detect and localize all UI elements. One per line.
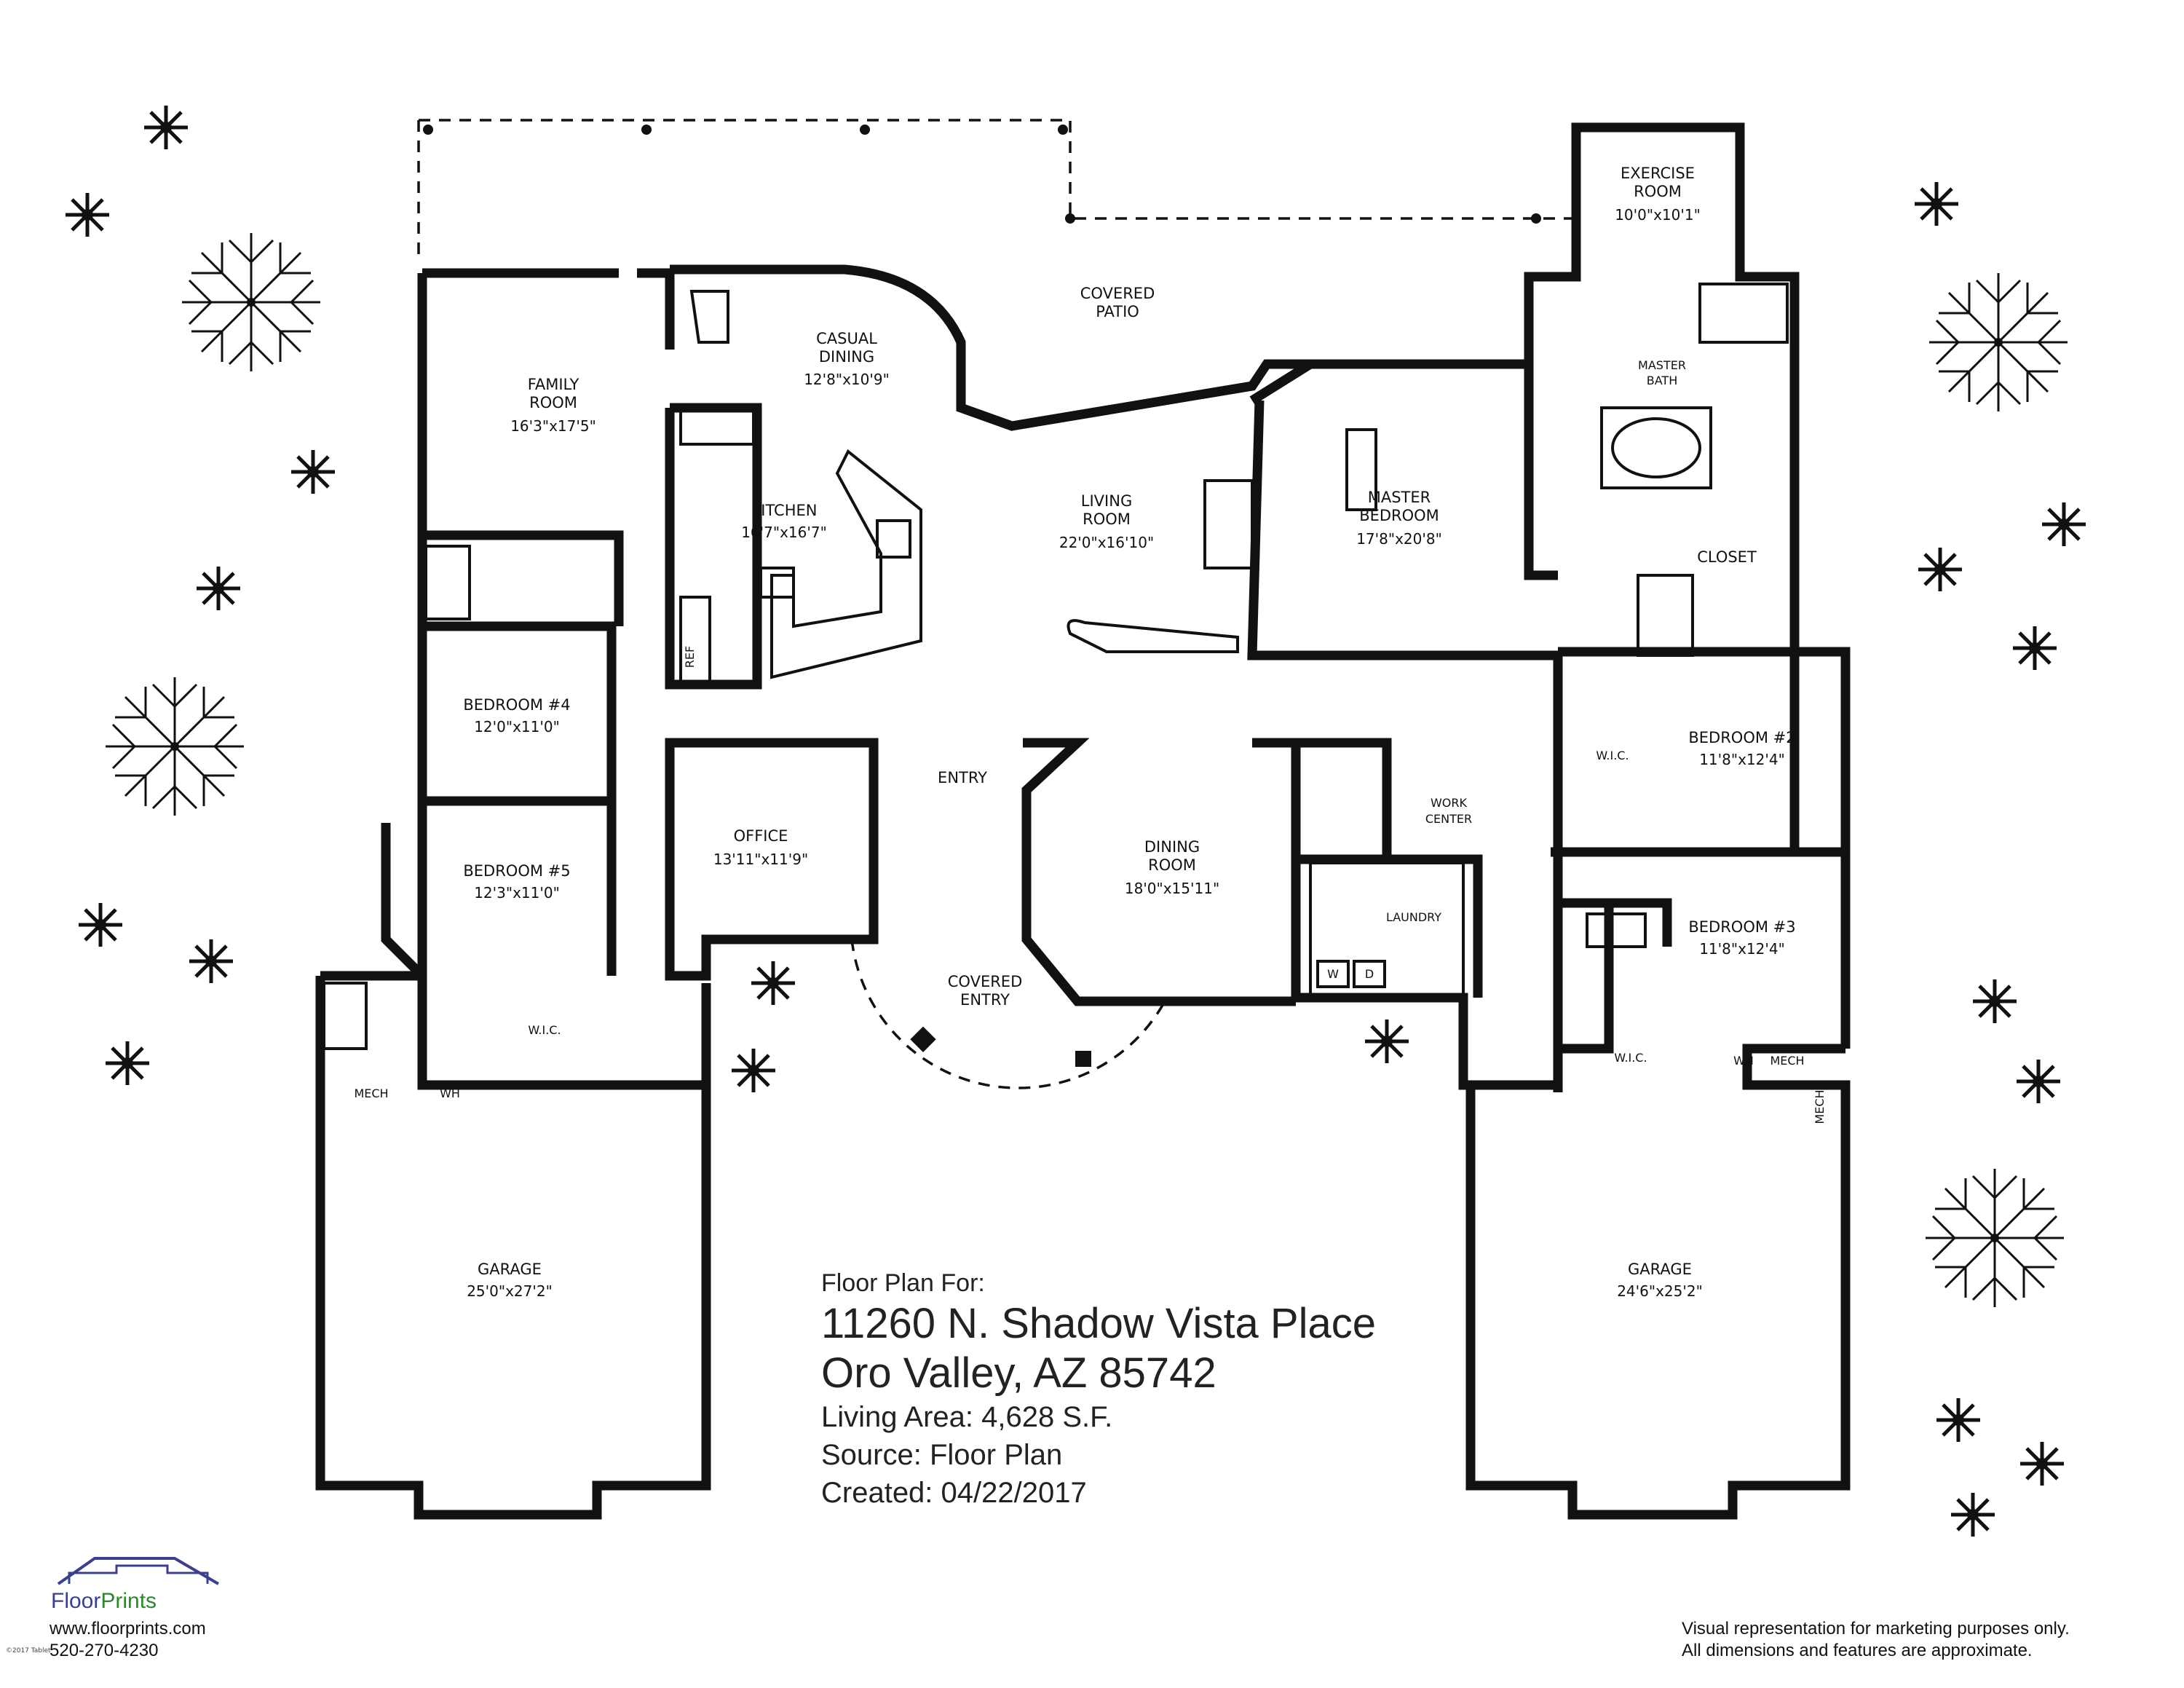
living-area: Living Area: 4,628 S.F. (821, 1401, 1113, 1433)
fixture-label-ref: REF (683, 646, 697, 668)
svg-text:ROOM: ROOM (1148, 856, 1196, 874)
room-label-office: OFFICE 13'11"x11'9" (713, 827, 808, 868)
fixture-label-wic: W.I.C. (528, 1023, 561, 1037)
brand-name-floor: Floor (51, 1589, 101, 1613)
svg-text:18'0"x15'11": 18'0"x15'11" (1125, 880, 1219, 897)
plan-source: Source: Floor Plan (821, 1439, 1063, 1471)
svg-text:11'8"x12'4": 11'8"x12'4" (1699, 940, 1785, 958)
room-label-bedroom4: BEDROOM #4 12'0"x11'0" (463, 696, 570, 735)
svg-text:PATIO: PATIO (1096, 303, 1139, 320)
svg-text:BEDROOM: BEDROOM (1359, 507, 1439, 524)
copyright-text: ©2017 Tablet (6, 1647, 51, 1655)
disclaimer-line-1: Visual representation for marketing purp… (1682, 1619, 2070, 1638)
svg-text:DINING: DINING (1144, 838, 1200, 856)
room-label-bedroom3: BEDROOM #3 11'8"x12'4" (1688, 918, 1795, 958)
svg-text:CENTER: CENTER (1425, 812, 1472, 826)
room-label-living-room: LIVING ROOM 22'0"x16'10" (1059, 492, 1154, 551)
svg-text:16'7"x16'7": 16'7"x16'7" (741, 524, 827, 541)
svg-text:MASTER: MASTER (1638, 358, 1686, 372)
brand-name-prints: Prints (100, 1589, 157, 1613)
address-line-1: 11260 N. Shadow Vista Place (821, 1300, 1377, 1347)
room-label-bedroom5: BEDROOM #5 12'3"x11'0" (463, 862, 570, 902)
created-date: Created: 04/22/2017 (821, 1477, 1087, 1509)
brand-name: FloorPrints (51, 1589, 157, 1614)
svg-text:BATH: BATH (1647, 374, 1677, 387)
fixtures (323, 283, 1789, 1089)
svg-text:12'3"x11'0": 12'3"x11'0" (474, 884, 560, 902)
svg-text:COVERED: COVERED (1080, 285, 1155, 302)
disclaimer-line-2: All dimensions and features are approxim… (1682, 1641, 2033, 1660)
room-label-garage-left: GARAGE 25'0"x27'2" (467, 1261, 553, 1300)
house-walls (315, 122, 1851, 1520)
svg-text:BEDROOM #5: BEDROOM #5 (463, 862, 570, 880)
svg-text:12'0"x11'0": 12'0"x11'0" (474, 718, 560, 735)
room-label-master-bedroom: MASTER BEDROOM 17'8"x20'8" (1356, 489, 1442, 548)
svg-text:13'11"x11'9": 13'11"x11'9" (713, 851, 808, 868)
svg-text:24'6"x25'2": 24'6"x25'2" (1617, 1282, 1703, 1300)
svg-text:ROOM: ROOM (1634, 183, 1682, 200)
disclaimer: Visual representation for marketing purp… (1682, 1618, 2070, 1662)
fixture-label-mech: MECH (354, 1086, 388, 1100)
room-label-work-center: WORK CENTER (1425, 796, 1472, 826)
svg-text:12'8"x10'9": 12'8"x10'9" (804, 371, 890, 388)
svg-text:GARAGE: GARAGE (1628, 1261, 1692, 1278)
tree-icon (104, 232, 2069, 1309)
floorprints-logo-icon (57, 1557, 220, 1585)
address-line-2: Oro Valley, AZ 85742 (821, 1349, 1216, 1397)
svg-text:22'0"x16'10": 22'0"x16'10" (1059, 534, 1154, 551)
svg-text:10'0"x10'1": 10'0"x10'1" (1615, 206, 1701, 224)
room-label-covered-patio: COVERED PATIO (1080, 285, 1155, 320)
svg-text:16'3"x17'5": 16'3"x17'5" (510, 417, 596, 435)
plan-info-block: Floor Plan For: 11260 N. Shadow Vista Pl… (821, 1267, 1376, 1512)
svg-text:BEDROOM #4: BEDROOM #4 (463, 696, 570, 714)
fixture-label-dryer: D (1365, 967, 1374, 981)
website-link[interactable]: www.floorprints.com (50, 1619, 206, 1638)
fixture-label-wic: W.I.C. (1614, 1051, 1647, 1065)
room-label-dining-room: DINING ROOM 18'0"x15'11" (1125, 838, 1219, 897)
svg-text:ENTRY: ENTRY (960, 991, 1010, 1009)
fixture-label-mech: MECH (1813, 1089, 1827, 1124)
svg-text:17'8"x20'8": 17'8"x20'8" (1356, 530, 1442, 548)
covered-patio-outline (417, 119, 1580, 262)
svg-text:EXERCISE: EXERCISE (1621, 165, 1695, 182)
svg-text:COVERED: COVERED (948, 973, 1023, 990)
room-label-covered-entry: COVERED ENTRY (948, 973, 1023, 1009)
svg-text:FAMILY: FAMILY (528, 376, 579, 393)
room-label-bedroom2: BEDROOM #2 11'8"x12'4" (1688, 729, 1795, 768)
svg-text:CASUAL: CASUAL (816, 330, 877, 347)
room-label-casual-dining: CASUAL DINING 12'8"x10'9" (804, 330, 890, 388)
plan-info-heading: Floor Plan For: (821, 1269, 985, 1297)
contact-block: www.floorprints.com 520-270-4230 (50, 1618, 206, 1662)
svg-text:11'8"x12'4": 11'8"x12'4" (1699, 751, 1785, 768)
svg-text:OFFICE: OFFICE (734, 827, 788, 845)
svg-text:WORK: WORK (1431, 796, 1468, 810)
room-label-laundry: LAUNDRY (1386, 910, 1441, 924)
svg-text:BEDROOM #3: BEDROOM #3 (1688, 918, 1795, 936)
svg-text:KITCHEN: KITCHEN (751, 502, 818, 519)
fixture-label-wh: WH (1733, 1054, 1754, 1068)
room-label-garage-right: GARAGE 24'6"x25'2" (1617, 1261, 1703, 1300)
room-label-exercise: EXERCISE ROOM 10'0"x10'1" (1615, 165, 1701, 224)
room-label-kitchen: KITCHEN 16'7"x16'7" (741, 502, 827, 541)
room-label-entry: ENTRY (938, 769, 987, 786)
svg-text:BEDROOM #2: BEDROOM #2 (1688, 729, 1795, 746)
fixture-label-wh: WH (440, 1086, 460, 1100)
fixture-label-washer: W (1327, 967, 1339, 981)
room-label-closet: CLOSET (1697, 548, 1757, 566)
phone-number: 520-270-4230 (50, 1641, 159, 1660)
svg-text:GARAGE: GARAGE (478, 1261, 542, 1278)
room-label-family-room: FAMILY ROOM 16'3"x17'5" (510, 376, 596, 435)
room-label-master-bath: MASTER BATH (1638, 358, 1686, 387)
svg-text:LIVING: LIVING (1081, 492, 1132, 510)
fixture-label-wic: W.I.C. (1596, 749, 1629, 762)
svg-text:ROOM: ROOM (529, 394, 577, 411)
svg-text:MASTER: MASTER (1368, 489, 1431, 506)
svg-text:DINING: DINING (819, 348, 874, 366)
svg-text:ROOM: ROOM (1083, 510, 1131, 528)
fixture-label-mech: MECH (1770, 1054, 1804, 1068)
svg-text:25'0"x27'2": 25'0"x27'2" (467, 1282, 553, 1300)
